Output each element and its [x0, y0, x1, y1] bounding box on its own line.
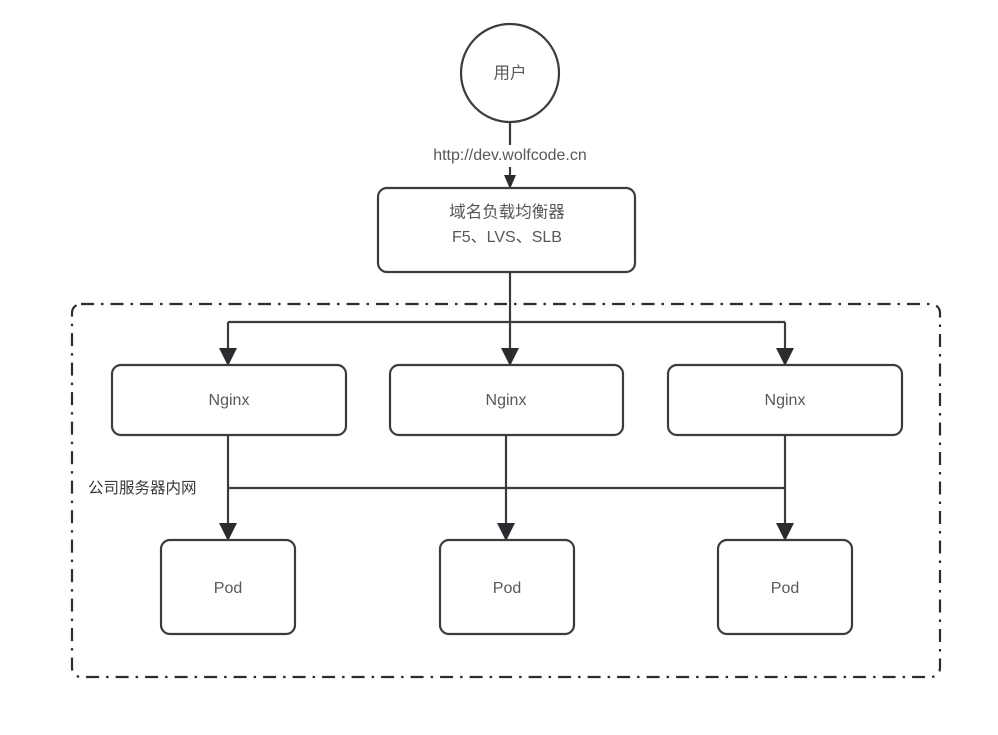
node-nginx-3[interactable] [666, 363, 904, 437]
node-pod-3[interactable] [716, 538, 854, 636]
node-nginx-2[interactable] [388, 363, 625, 437]
node-pod-3-label: Pod [771, 580, 799, 597]
node-nginx-1[interactable] [110, 363, 348, 437]
arrow-head-nginx-2 [501, 348, 519, 366]
company-intranet-zone [70, 302, 942, 679]
arrow-head-loadbalancer [504, 175, 516, 189]
edge-label-request-url: http://dev.wolfcode.cn [433, 147, 587, 164]
arrow-head-nginx-3 [776, 348, 794, 366]
node-pod-1[interactable] [159, 538, 297, 636]
node-pod-1-label: Pod [214, 580, 242, 597]
arrow-head-nginx-1 [219, 348, 237, 366]
zone-label: 公司服务器内网 [88, 479, 197, 497]
edge-label-backdrop [404, 145, 616, 167]
node-nginx-3-label: Nginx [765, 392, 806, 409]
node-nginx-2-label: Nginx [486, 392, 527, 409]
node-load-balancer-line1: 域名负载均衡器 [449, 202, 565, 221]
node-pod-2-label: Pod [493, 580, 521, 597]
node-pod-2[interactable] [438, 538, 576, 636]
arrow-head-pod-2 [497, 523, 515, 541]
node-user-label: 用户 [494, 63, 527, 82]
node-load-balancer-line2: F5、LVS、SLB [452, 229, 562, 246]
node-nginx-1-label: Nginx [209, 392, 250, 409]
node-user[interactable] [459, 22, 561, 124]
arrow-head-pod-1 [219, 523, 237, 541]
node-load-balancer[interactable] [376, 186, 637, 274]
zone-label-backdrop [84, 477, 224, 500]
arrow-head-pod-3 [776, 523, 794, 541]
